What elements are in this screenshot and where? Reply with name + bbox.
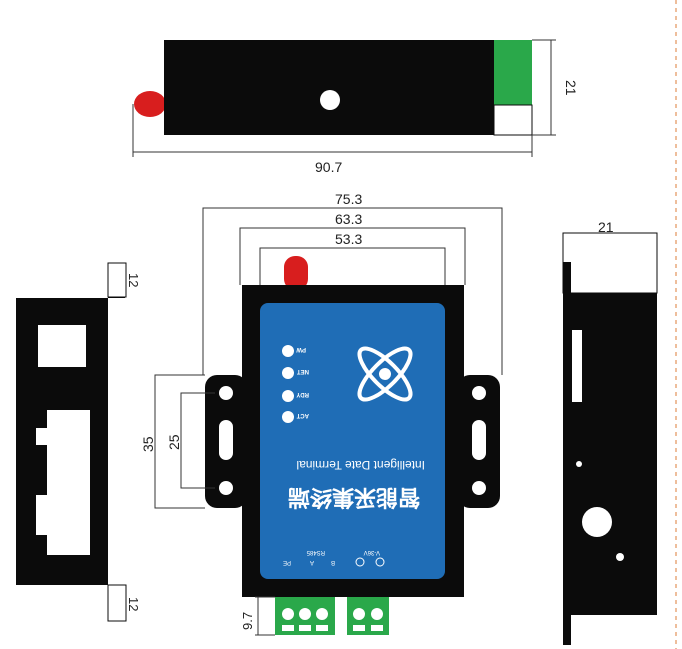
led-rdy	[282, 390, 294, 402]
right-side-tiny-hole	[616, 553, 624, 561]
right-side-top	[562, 232, 658, 294]
right-side-slot	[572, 330, 582, 402]
right-side-body	[563, 262, 657, 645]
right-ear-hole-top	[472, 386, 486, 400]
led-group: PW NET RDY ACT	[282, 345, 309, 423]
right-ear-slot	[472, 420, 486, 460]
led-pw	[282, 345, 294, 357]
hole-span-inner-label: 25	[166, 434, 182, 450]
top-length-dimension: 90.7	[132, 104, 533, 175]
width-mid-label: 63.3	[335, 211, 362, 227]
led-pw-label: PW	[296, 346, 306, 352]
bracket-tab-top-label: 12	[126, 273, 141, 287]
right-side-small-hole	[576, 461, 582, 467]
terminal-block-right	[347, 597, 389, 635]
brand-logo	[357, 346, 413, 402]
left-ear-slot	[219, 420, 233, 460]
top-body	[164, 40, 494, 135]
top-terminal-base	[493, 104, 533, 136]
led-net	[282, 367, 294, 379]
left-side-view: 12 12	[16, 262, 141, 622]
top-hole	[320, 90, 340, 110]
port-rs485: RS485	[306, 549, 325, 555]
left-side-window-top	[38, 325, 86, 367]
product-title: 智能采集终端	[288, 484, 420, 510]
top-height-dimension: 21	[532, 39, 579, 136]
left-side-window-bottom	[36, 410, 90, 555]
led-rdy-label: RDY	[296, 391, 309, 397]
antenna-tip	[134, 91, 166, 117]
led-act	[282, 411, 294, 423]
hole-dimensions	[154, 374, 215, 509]
port-power: V-36V	[364, 549, 380, 555]
right-width-label: 21	[598, 219, 614, 235]
width-dimensions	[202, 207, 503, 375]
port-labels: PE A B RS485 V-36V	[283, 549, 385, 567]
terminal-block-left	[275, 597, 335, 635]
power-symbol-plus	[375, 557, 385, 567]
hole-span-outer-label: 35	[140, 436, 156, 452]
product-subtitle: Intelligent Date Terminal	[296, 458, 425, 472]
port-b: B	[331, 559, 335, 565]
port-pe: PE	[283, 559, 291, 565]
power-symbol-minus	[355, 557, 365, 567]
front-view: 75.3 63.3 53.3 PW NET RDY	[140, 191, 503, 636]
left-ear-hole-top	[219, 386, 233, 400]
front-antenna	[284, 256, 308, 290]
top-view: 21 90.7	[132, 39, 579, 175]
width-inner-label: 53.3	[335, 231, 362, 247]
top-terminal	[494, 40, 532, 105]
top-length-label: 90.7	[315, 159, 342, 175]
led-net-label: NET	[297, 368, 309, 374]
right-side-view: 21	[562, 219, 658, 645]
front-panel	[260, 303, 445, 579]
left-ear-hole-bottom	[219, 481, 233, 495]
right-ear-hole-bottom	[472, 481, 486, 495]
port-a: A	[310, 559, 314, 565]
width-outer-label: 75.3	[335, 191, 362, 207]
bracket-tab-bottom-label: 12	[126, 597, 141, 611]
terminal-dimension	[255, 596, 275, 636]
terminal-height-label: 9.7	[240, 612, 255, 630]
right-side-large-hole	[582, 507, 612, 537]
led-act-label: ACT	[296, 412, 309, 418]
top-height-label: 21	[563, 80, 579, 96]
